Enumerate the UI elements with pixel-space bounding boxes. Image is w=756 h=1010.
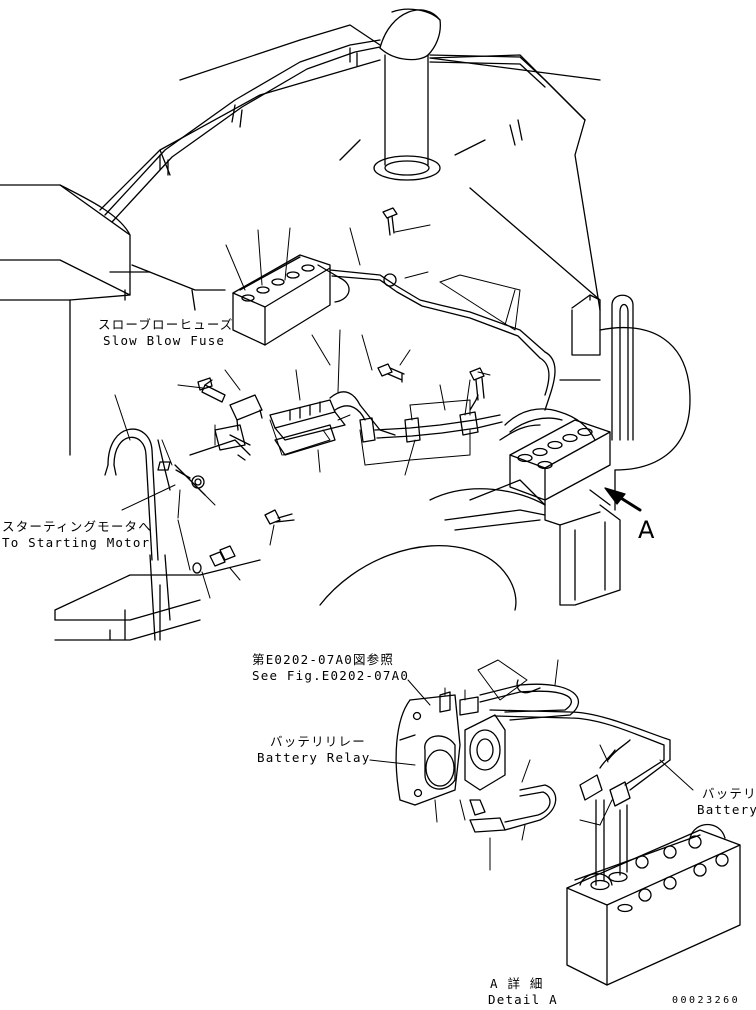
starting-motor-label-jp: スターティングモータへ	[2, 519, 152, 534]
tire-arc	[319, 488, 546, 611]
detail-a-label-jp: A 詳 細	[490, 976, 544, 991]
battery-label-en: Battery	[697, 802, 756, 817]
document-number: 00023260	[672, 995, 741, 1006]
grab-handrail	[611, 294, 634, 441]
slow-blow-fuse-label-jp: スローブローヒューズ	[98, 317, 234, 332]
view-marker-a: A	[638, 516, 655, 544]
see-fig-label-jp: 第E0202-07A0図参照	[252, 652, 395, 667]
cab-block	[0, 184, 226, 456]
top-bolt	[382, 207, 398, 236]
view-arrow	[604, 487, 642, 512]
long-bolt	[192, 509, 295, 574]
slow-blow-fuse-label-en: Slow Blow Fuse	[103, 333, 226, 348]
upper-harness	[329, 269, 556, 411]
starting-motor-label-en: To Starting Motor	[2, 535, 151, 550]
slow-blow-fuse-assembly	[174, 384, 396, 496]
relay-cables	[469, 679, 671, 833]
upper-battery	[232, 254, 350, 346]
exhaust-stack	[373, 8, 441, 181]
leader-lines-detail	[369, 659, 694, 871]
main-battery	[499, 408, 621, 606]
center-bolts	[197, 363, 485, 401]
battery-relay	[424, 691, 506, 791]
side-box	[571, 294, 601, 356]
lower-frame	[54, 554, 261, 641]
center-harness	[359, 394, 503, 443]
battery-relay-label-jp: バッテリリレー	[270, 734, 366, 749]
relay-bracket	[395, 694, 461, 806]
starter-cable	[104, 428, 171, 561]
detail-battery	[566, 799, 741, 986]
see-fig-label-en: See Fig.E0202-07A0	[252, 668, 410, 683]
battery-label-jp: バッテリ	[702, 786, 756, 801]
battery-relay-label-en: Battery Relay	[257, 750, 371, 765]
rear-fender	[559, 326, 691, 511]
battery-frame-beams	[444, 479, 611, 531]
detail-a-label-en: Detail A	[488, 992, 558, 1007]
hood-handrails	[104, 39, 586, 223]
leader-lines-upper	[114, 224, 521, 599]
